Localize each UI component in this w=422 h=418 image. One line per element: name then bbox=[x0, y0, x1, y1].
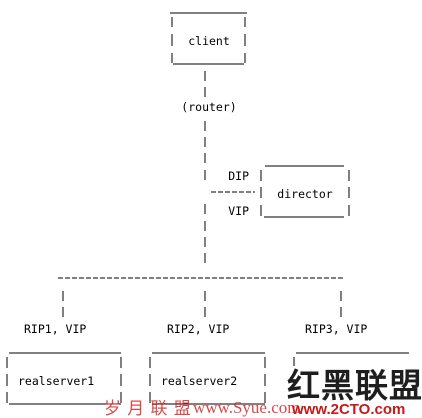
watermark-site-chars: 岁 月 联 盟 bbox=[104, 399, 192, 418]
vip-label: VIP bbox=[228, 204, 249, 218]
realserver3-node bbox=[293, 352, 409, 366]
realserver2-node: realserver2 bbox=[149, 352, 266, 405]
realserver2-label: realserver2 bbox=[161, 374, 237, 388]
realserver1-node: realserver1 bbox=[6, 352, 122, 405]
watermark-brand-url: www.2CTO.com bbox=[291, 401, 405, 418]
director-label: director bbox=[277, 187, 332, 201]
rip2-label: RIP2, VIP bbox=[167, 322, 229, 336]
rip3-label: RIP3, VIP bbox=[305, 322, 367, 336]
realserver1-label: realserver1 bbox=[18, 374, 94, 388]
router-label: (router) bbox=[181, 100, 236, 114]
server-drops bbox=[62, 291, 342, 317]
watermark-site-url: www.Syue.com bbox=[193, 398, 301, 417]
client-node: client bbox=[170, 12, 247, 65]
director-node: director bbox=[260, 165, 350, 218]
rip1-label: RIP1, VIP bbox=[24, 322, 86, 336]
watermark: 红黑联盟 岁 月 联 盟 www.Syue.com www.2CTO.com bbox=[104, 366, 422, 418]
client-label: client bbox=[188, 34, 230, 48]
watermark-brand-chars: 红黑联盟 bbox=[287, 366, 422, 405]
dip-label: DIP bbox=[228, 169, 249, 183]
